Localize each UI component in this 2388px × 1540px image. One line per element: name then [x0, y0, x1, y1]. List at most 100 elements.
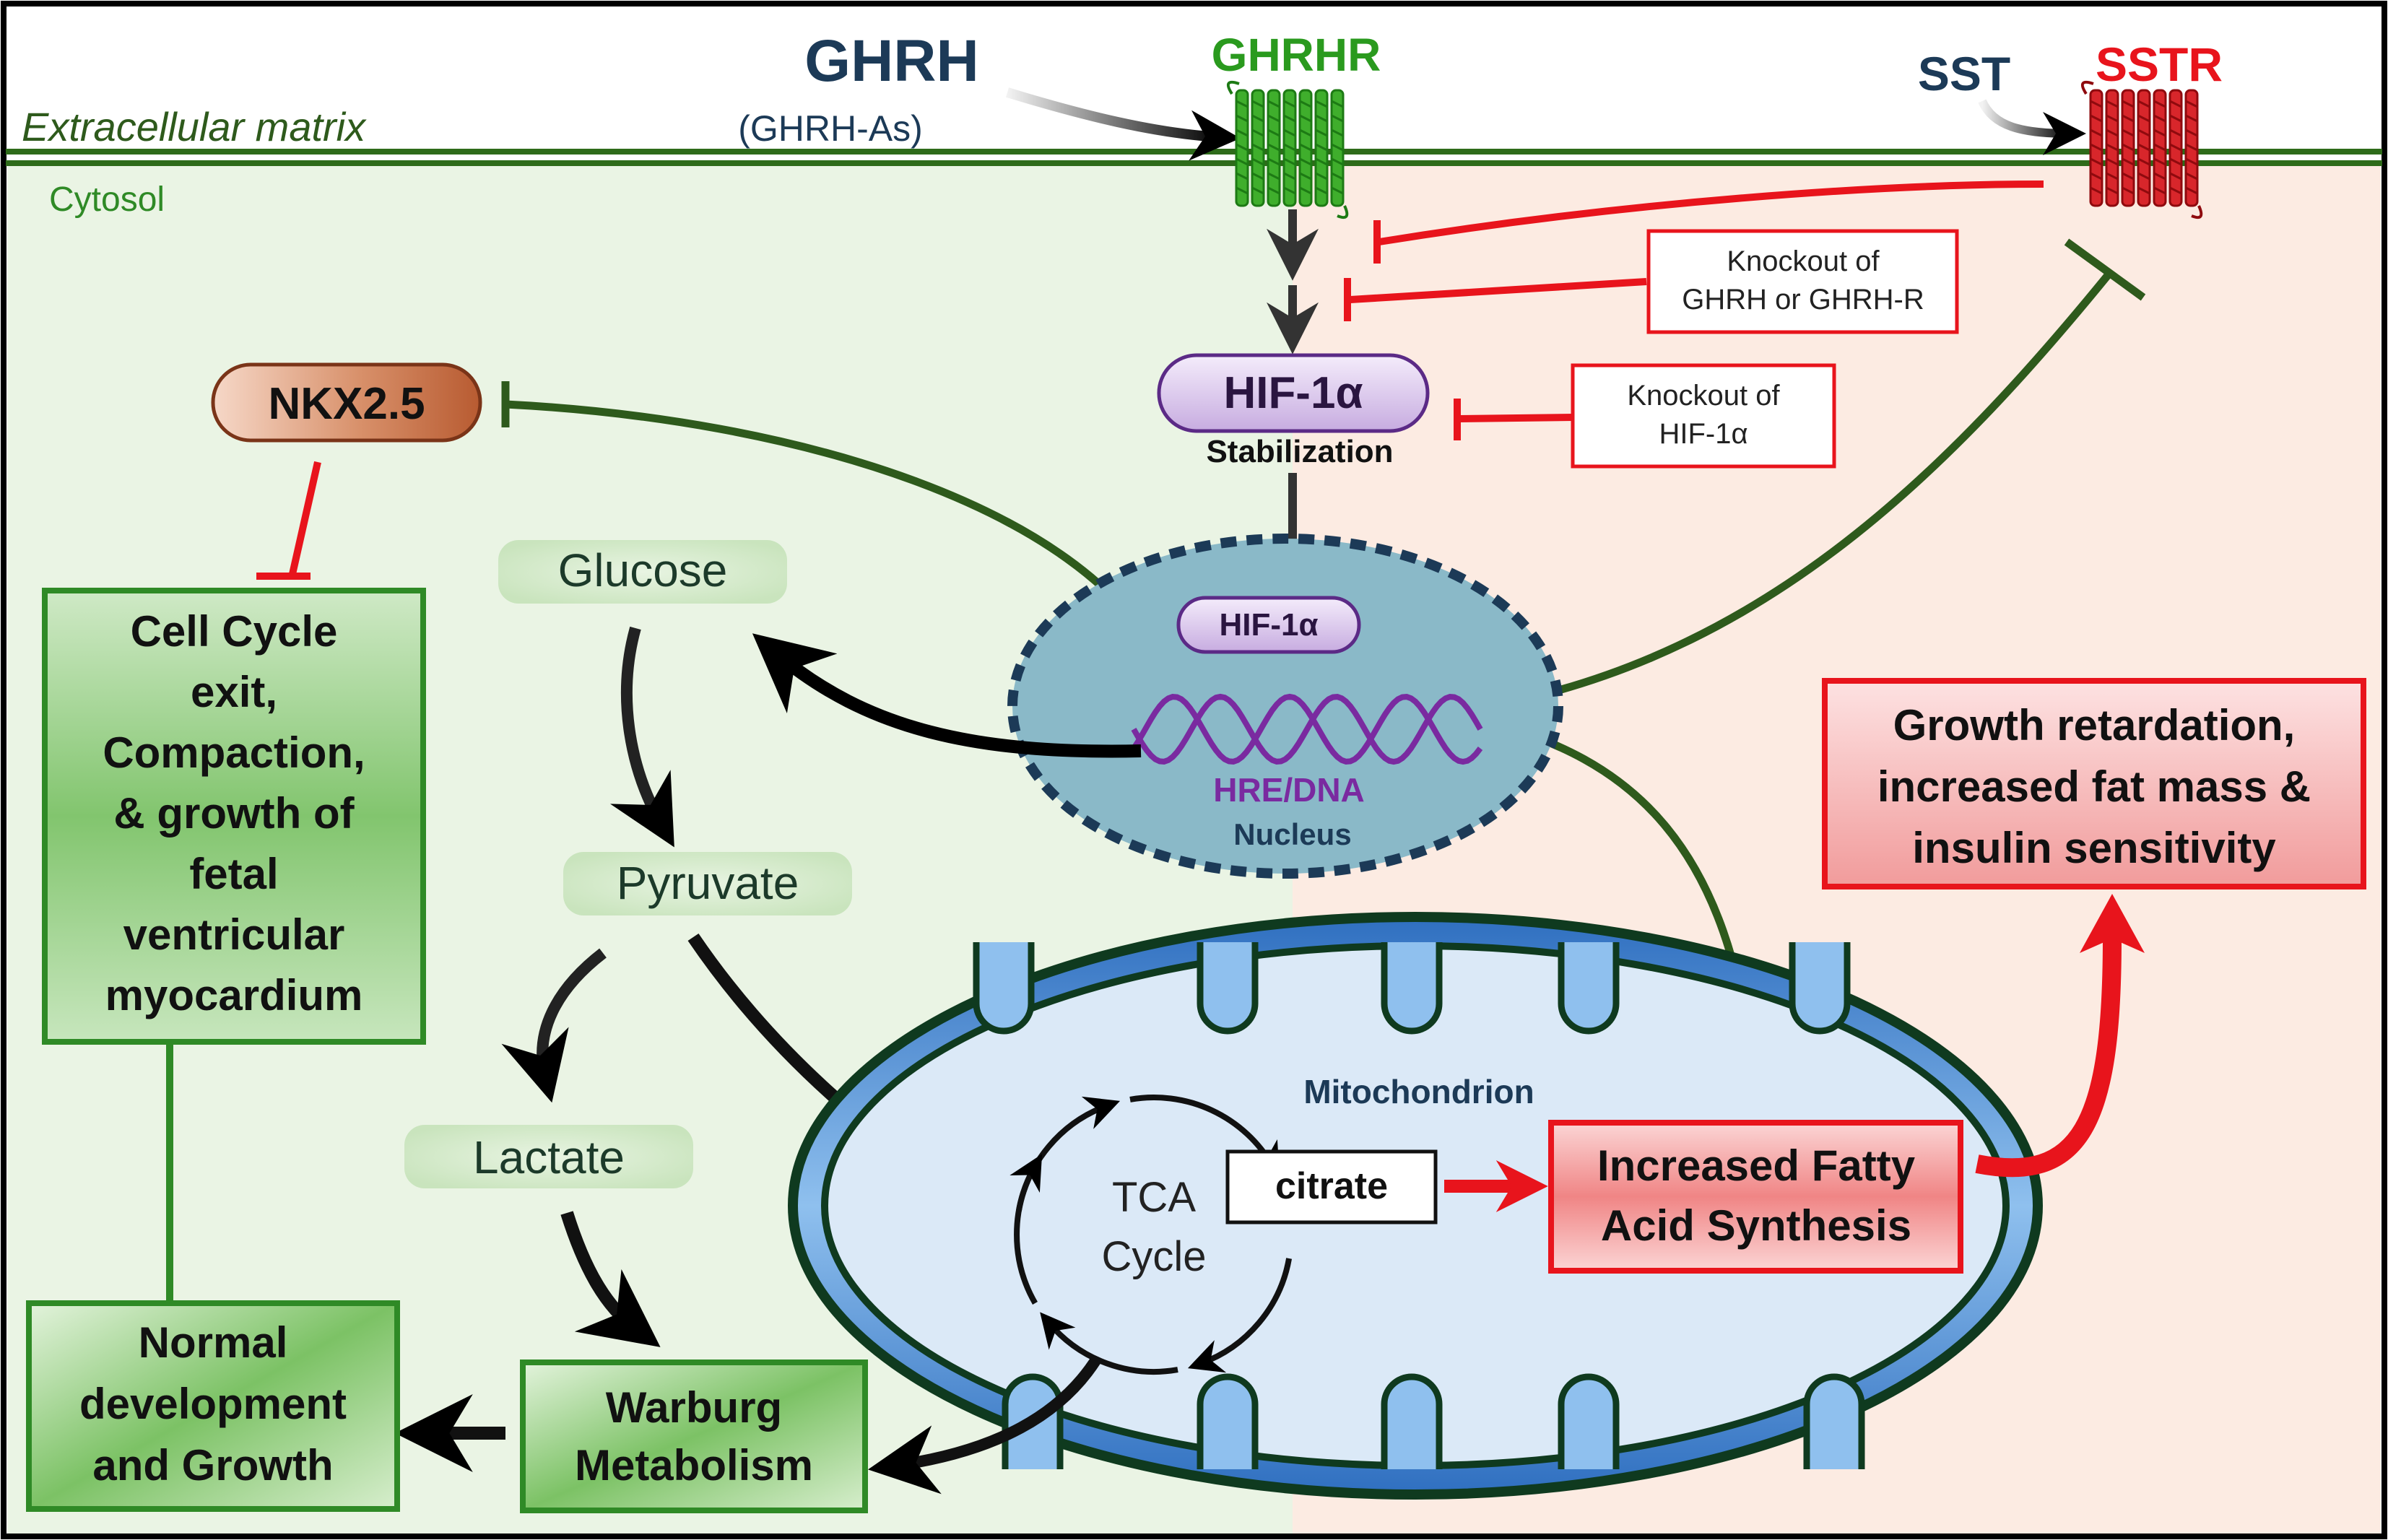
- hif-knockout-line1: Knockout of: [1627, 380, 1780, 412]
- receptor-coil: [2122, 143, 2135, 152]
- receptor-coil: [2169, 129, 2182, 137]
- receptor-coil: [1299, 129, 1312, 137]
- receptor-coil: [1331, 114, 1344, 123]
- receptor-coil: [1267, 186, 1280, 195]
- receptor-coil: [1283, 114, 1296, 123]
- receptor-coil: [1236, 172, 1249, 180]
- receptor-coil: [1299, 186, 1312, 195]
- receptor-coil: [2106, 143, 2119, 152]
- receptor-coil: [1331, 186, 1344, 195]
- hif-knockout-box: [1571, 363, 1836, 469]
- receptor-coil: [2090, 129, 2103, 137]
- cell-cycle-line: & growth of: [113, 789, 355, 838]
- cytosol-label: Cytosol: [49, 180, 165, 219]
- receptor-coil: [2122, 100, 2135, 108]
- receptor-coil: [1251, 186, 1264, 195]
- receptor-coil: [2137, 114, 2150, 123]
- cell-cycle-line: Compaction,: [103, 728, 365, 777]
- sstr-label: SSTR: [2096, 38, 2223, 91]
- receptor-coil: [2137, 129, 2150, 137]
- receptor-coil: [2169, 157, 2182, 166]
- pyruvate-to-lactate-arrow: [501, 948, 607, 1103]
- normal-line2: development: [79, 1380, 347, 1428]
- tca-line2: Cycle: [1101, 1233, 1206, 1280]
- crista-top: [1789, 942, 1851, 1035]
- cell-cycle-line: exit,: [191, 668, 277, 716]
- nkx-label: NKX2.5: [268, 379, 425, 429]
- growth-line1: Growth retardation,: [1893, 701, 2296, 749]
- receptor-coil: [1283, 129, 1296, 137]
- tca-arc: [1040, 1312, 1178, 1375]
- receptor-coil: [2106, 114, 2119, 123]
- receptor-coil: [2153, 157, 2166, 166]
- hre-dna-label: HRE/DNA: [1213, 771, 1365, 809]
- crista-top: [973, 942, 1035, 1035]
- receptor-coil: [1236, 143, 1249, 152]
- crista-bottom: [1803, 1373, 1865, 1469]
- receptor-coil: [2185, 114, 2198, 123]
- glucose-to-pyruvate-arrow: [609, 626, 674, 848]
- nucleus-to-sstr-inhibit-bar: [2064, 238, 2146, 301]
- ghrhr-receptor-icon: [1226, 80, 1349, 219]
- receptor-coil: [1283, 172, 1296, 180]
- ghrh-knockout-line1: Knockout of: [1727, 245, 1880, 277]
- cell-cycle-box: [42, 588, 426, 1045]
- receptor-coil: [2153, 172, 2166, 180]
- receptor-coil: [1251, 172, 1264, 180]
- hif-ko-inhibit-line: [1458, 414, 1573, 422]
- citrate-box: [1225, 1149, 1438, 1224]
- crista-bottom: [1197, 1373, 1259, 1469]
- ghrh-knockout-line2: GHRH or GHRH-R: [1682, 284, 1924, 316]
- receptor-coil: [2137, 186, 2150, 195]
- receptor-coil: [1331, 100, 1344, 108]
- ghrhr-label: GHRHR: [1212, 29, 1381, 81]
- receptor-coil: [2122, 129, 2135, 137]
- nuclear-hif-pill: [1176, 596, 1361, 654]
- nucleus-label: Nucleus: [1233, 817, 1351, 851]
- receptor-coil: [2185, 186, 2198, 195]
- receptor-coil: [2153, 100, 2166, 108]
- ghrh-label: GHRH: [804, 28, 978, 94]
- receptor-coil: [2137, 172, 2150, 180]
- receptor-coil: [1315, 114, 1328, 123]
- receptor-coil: [1251, 129, 1264, 137]
- lactate-node: [404, 1125, 693, 1188]
- receptor-coil: [1251, 114, 1264, 123]
- receptor-coil: [1315, 129, 1328, 137]
- normal-line1: Normal: [139, 1318, 288, 1367]
- receptor-n-term: [2080, 80, 2094, 95]
- receptor-coil: [1267, 129, 1280, 137]
- pyruvate-node: [563, 852, 852, 915]
- growth-line2: increased fat mass &: [1877, 762, 2311, 811]
- receptor-coil: [2090, 186, 2103, 195]
- tca-line1: TCA: [1112, 1174, 1196, 1221]
- receptor-coil: [2153, 129, 2166, 137]
- receptor-coil: [1331, 157, 1344, 166]
- warburg-line2: Metabolism: [575, 1441, 813, 1489]
- tca-cycle-icon: [1010, 1095, 1293, 1375]
- receptor-coil: [1283, 100, 1296, 108]
- receptor-coil: [2090, 172, 2103, 180]
- normal-box: [26, 1300, 400, 1512]
- receptor-coil: [1315, 186, 1328, 195]
- receptor-coil: [1236, 129, 1249, 137]
- receptor-coil: [2122, 157, 2135, 166]
- receptor-coil: [1283, 143, 1296, 152]
- hif-knockout-line2: HIF-1α: [1659, 418, 1747, 450]
- cristae: [973, 942, 1865, 1469]
- receptor-coil: [2185, 172, 2198, 180]
- fatty-acid-line1: Increased Fatty: [1597, 1141, 1916, 1190]
- tca-arc: [1187, 1258, 1293, 1373]
- receptor-coil: [2090, 143, 2103, 152]
- extracellular-label: Extracellular matrix: [22, 104, 367, 149]
- receptor-coil: [1251, 143, 1264, 152]
- receptor-coil: [2153, 143, 2166, 152]
- receptor-coil: [1299, 172, 1312, 180]
- crista-top: [1381, 942, 1443, 1035]
- receptor-coil: [1236, 157, 1249, 166]
- warburg-line1: Warburg: [606, 1383, 782, 1432]
- receptor-coil: [1331, 143, 1344, 152]
- receptor-coil: [1236, 114, 1249, 123]
- receptor-coil: [2122, 186, 2135, 195]
- nkx-to-cellcycle-inhibit-line: [289, 461, 321, 575]
